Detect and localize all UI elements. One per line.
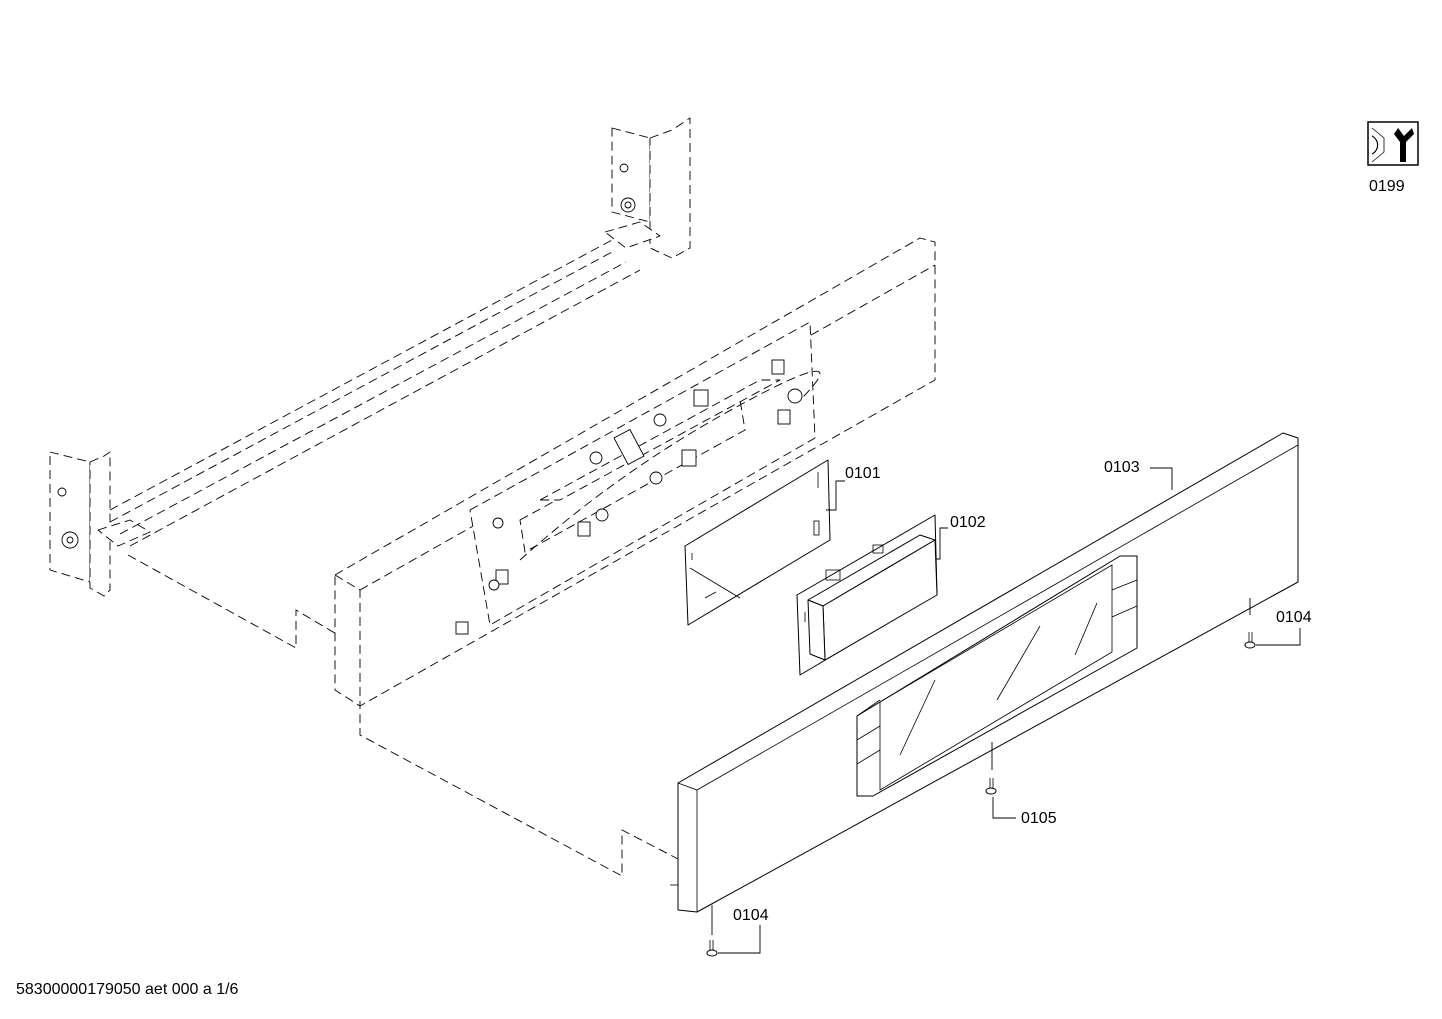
callout-0199: 0199 bbox=[1369, 178, 1405, 195]
callout-0105: 0105 bbox=[1021, 810, 1057, 827]
callout-0102: 0102 bbox=[950, 514, 986, 531]
part-0102-electronic-module bbox=[796, 514, 938, 676]
wrench-icon bbox=[1367, 121, 1419, 166]
screw-0105 bbox=[985, 778, 997, 795]
screw-0104-bottom bbox=[706, 940, 718, 957]
frame-rails bbox=[49, 117, 691, 877]
part-0103-control-panel-fascia bbox=[670, 432, 1299, 913]
screw-0104-right bbox=[1244, 632, 1256, 649]
part-0101-cover-plate bbox=[684, 459, 831, 626]
callout-0101: 0101 bbox=[845, 465, 881, 482]
back-panel bbox=[334, 237, 936, 707]
callout-0104-right: 0104 bbox=[1276, 609, 1312, 626]
callout-0103: 0103 bbox=[1104, 459, 1140, 476]
leader-lines bbox=[711, 467, 1301, 954]
document-id: 58300000179050 aet 000 a 1/6 bbox=[16, 981, 239, 998]
callout-0104-bottom: 0104 bbox=[733, 907, 769, 924]
